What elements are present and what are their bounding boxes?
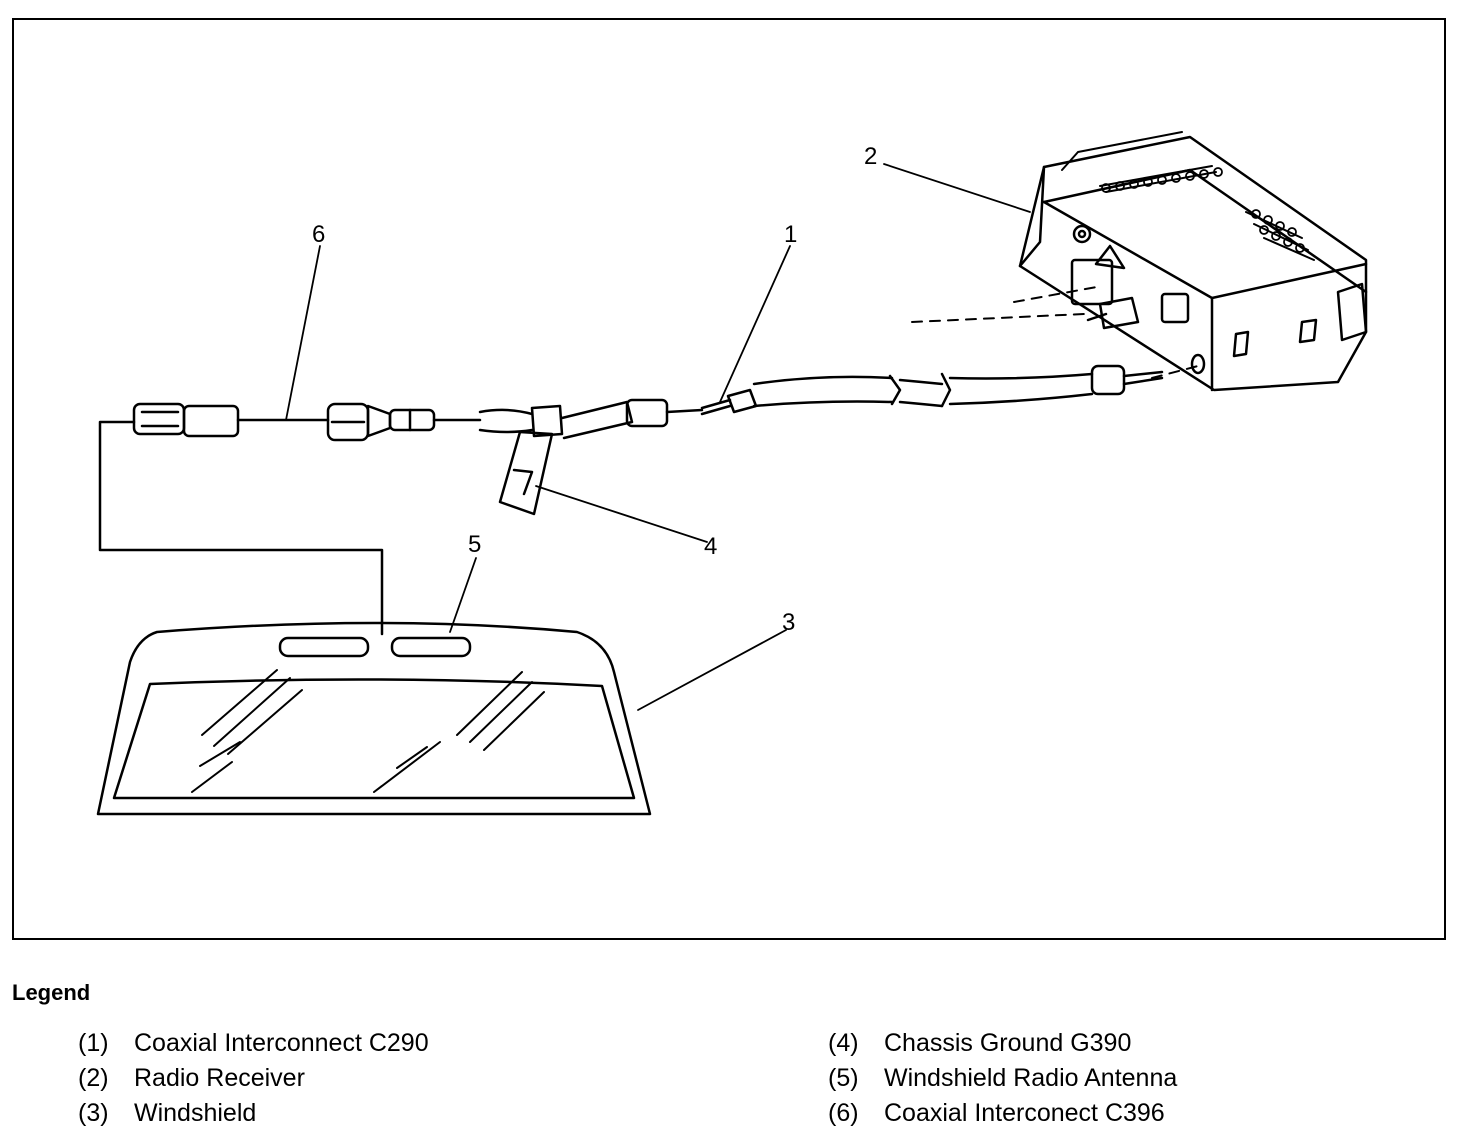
callout-2: 2 — [864, 143, 877, 170]
legend-item: (3) Windshield — [78, 1098, 429, 1133]
legend-label: Windshield — [134, 1099, 257, 1127]
callout-3: 3 — [782, 609, 795, 636]
legend-label: Radio Receiver — [134, 1064, 305, 1092]
radio-receiver — [1018, 131, 1368, 392]
legend-label: Chassis Ground G390 — [884, 1029, 1132, 1057]
windshield — [96, 621, 652, 816]
legend-label: Windshield Radio Antenna — [884, 1064, 1178, 1092]
legend-item: (1) Coaxial Interconnect C290 — [78, 1028, 429, 1063]
windshield-radio-antenna — [278, 636, 472, 658]
alignment-lines — [911, 285, 1199, 379]
legend-number: (4) — [828, 1029, 859, 1057]
legend-item: (2) Radio Receiver — [78, 1063, 429, 1098]
legend-number: (6) — [828, 1099, 859, 1127]
legend-label: Coaxial Interconnect C290 — [134, 1029, 429, 1057]
diagram-frame: 1 2 3 4 5 6 — [12, 18, 1446, 940]
legend-item: (4) Chassis Ground G390 — [828, 1028, 1177, 1063]
legend-title: Legend — [12, 980, 91, 1005]
chassis-ground-g390 — [498, 398, 704, 516]
legend-number: (5) — [828, 1064, 859, 1092]
callout-4: 4 — [704, 533, 717, 560]
coaxial-interconnect-c290 — [700, 388, 758, 416]
leader-lines — [285, 163, 1031, 711]
legend-number: (2) — [78, 1064, 109, 1092]
coaxial-interconnect-c396 — [132, 402, 482, 442]
legend-number: (3) — [78, 1099, 109, 1127]
antenna-lead-wire — [98, 420, 384, 636]
wiring-diagram: 1 2 3 4 5 6 — [96, 131, 1368, 816]
legend-left-column: (1) Coaxial Interconnect C290 (2) Radio … — [78, 1028, 429, 1133]
legend-label: Coaxial Interconect C396 — [884, 1099, 1165, 1127]
legend-right-column: (4) Chassis Ground G390 (5) Windshield R… — [828, 1028, 1177, 1133]
coaxial-cable-right — [752, 364, 1164, 408]
legend-number: (1) — [78, 1029, 109, 1057]
callout-5: 5 — [468, 531, 481, 558]
coaxial-cable-left — [478, 408, 534, 434]
callout-1: 1 — [784, 221, 797, 248]
legend-item: (5) Windshield Radio Antenna — [828, 1063, 1177, 1098]
callout-6: 6 — [312, 221, 325, 248]
legend-item: (6) Coaxial Interconect C396 — [828, 1098, 1177, 1133]
